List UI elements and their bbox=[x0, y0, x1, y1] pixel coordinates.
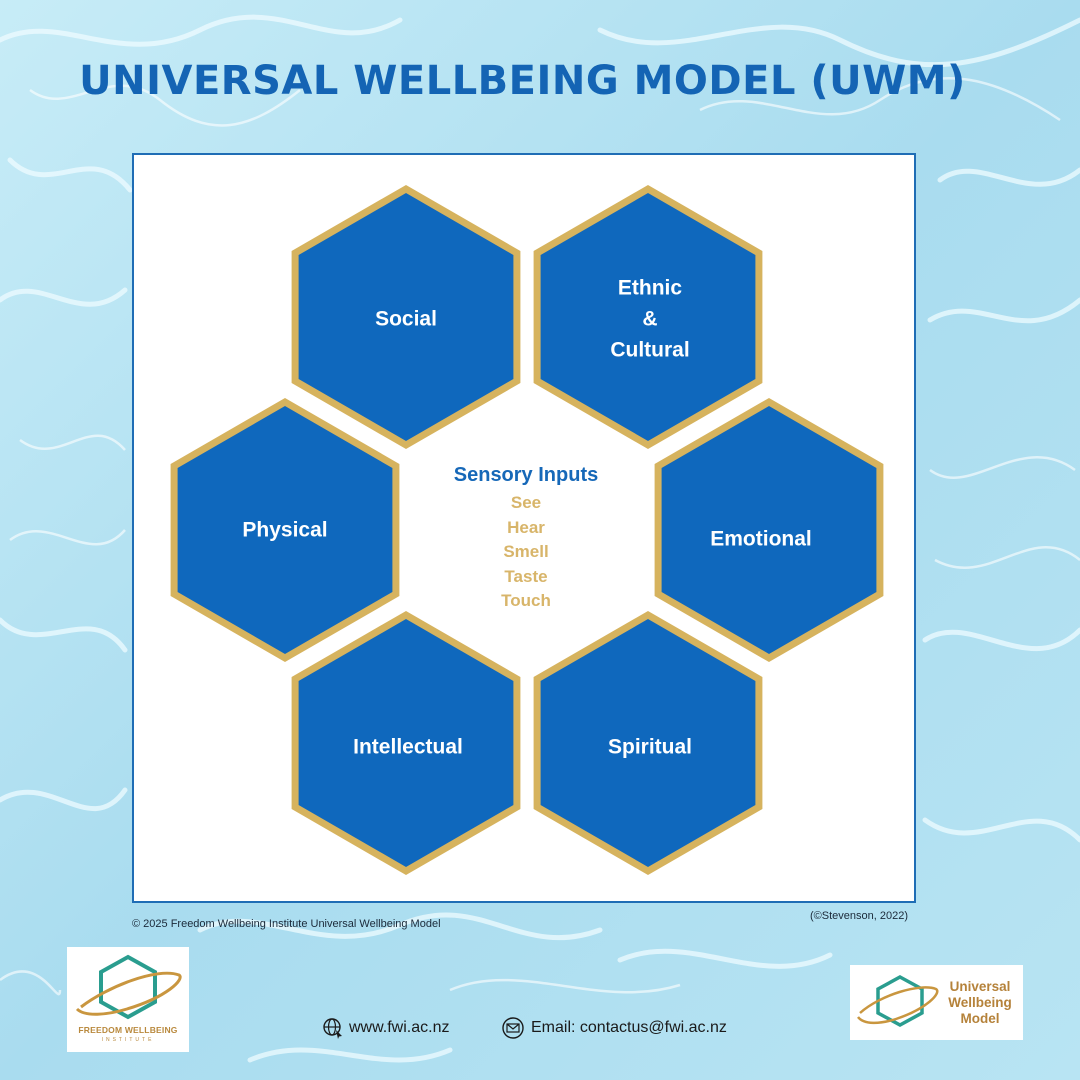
label-line: & bbox=[642, 307, 658, 331]
logo-line: Universal bbox=[949, 979, 1011, 994]
freedom-wellbeing-logo: FREEDOM WELLBEING INSTITUTE bbox=[67, 947, 189, 1052]
hexagon-spiritual bbox=[533, 610, 763, 876]
sense-item: See bbox=[510, 493, 542, 512]
hexagon-physical bbox=[170, 397, 400, 663]
label-line: Ethnic bbox=[617, 276, 683, 300]
website-text: www.fwi.ac.nz bbox=[349, 1019, 450, 1036]
logo-line: Model bbox=[960, 1011, 1000, 1026]
hex-label-ethnic-cultural: Ethnic & Cultural bbox=[610, 273, 689, 366]
sense-item: Hear bbox=[507, 517, 545, 537]
copyright-text: © 2025 Freedom Wellbeing Institute Unive… bbox=[132, 918, 441, 930]
hexagon-emotional bbox=[654, 397, 884, 663]
email-icon bbox=[502, 1017, 524, 1039]
sense-item: Touch bbox=[501, 591, 551, 611]
uwm-logo: Universal Wellbeing Model bbox=[850, 965, 1023, 1040]
hex-label-social: Social bbox=[375, 304, 437, 335]
sense-item: Taste bbox=[504, 566, 548, 586]
label-line: Physical bbox=[242, 518, 328, 542]
hexagon-logo-icon bbox=[75, 954, 182, 1020]
logo-name: FREEDOM WELLBEING bbox=[78, 1025, 178, 1035]
page-title: UNIVERSAL WELLBEING MODEL (UWM) bbox=[79, 58, 966, 104]
email-text: Email: contactus@fwi.ac.nz bbox=[531, 1019, 727, 1036]
logo-line: Wellbeing bbox=[948, 995, 1012, 1010]
hex-label-physical: Physical bbox=[242, 515, 327, 546]
hexagon-intellectual bbox=[291, 610, 521, 876]
hexagon-ethnic bbox=[533, 184, 763, 450]
globe-icon bbox=[323, 1018, 342, 1039]
logo-subtitle: INSTITUTE bbox=[101, 1037, 155, 1043]
logo-name: Universal Wellbeing Model bbox=[940, 979, 1020, 1027]
label-line: Cultural bbox=[610, 338, 690, 362]
label-line: Social bbox=[375, 307, 437, 331]
hexagon-logo-icon bbox=[857, 975, 939, 1027]
email-link[interactable]: Email: contactus@fwi.ac.nz bbox=[502, 1015, 727, 1041]
label-line: Emotional bbox=[710, 527, 812, 551]
label-line: Intellectual bbox=[353, 735, 463, 759]
sense-item: Smell bbox=[503, 542, 549, 562]
wellbeing-diagram: Social Ethnic & Cultural Physical Emotio… bbox=[132, 153, 916, 903]
hex-label-spiritual: Spiritual bbox=[608, 732, 692, 763]
senses-list: See Hear Smell Taste Touch bbox=[501, 491, 551, 614]
hexagon-social bbox=[291, 184, 521, 450]
hexagon-layer bbox=[170, 184, 884, 876]
sensory-inputs-title: Sensory Inputs bbox=[453, 464, 599, 486]
hex-label-intellectual: Intellectual bbox=[353, 732, 463, 763]
hex-label-emotional: Emotional bbox=[710, 524, 812, 555]
website-link[interactable]: www.fwi.ac.nz bbox=[322, 1015, 449, 1041]
citation-text: (©Stevenson, 2022) bbox=[810, 910, 908, 922]
label-line: Spiritual bbox=[607, 735, 693, 759]
